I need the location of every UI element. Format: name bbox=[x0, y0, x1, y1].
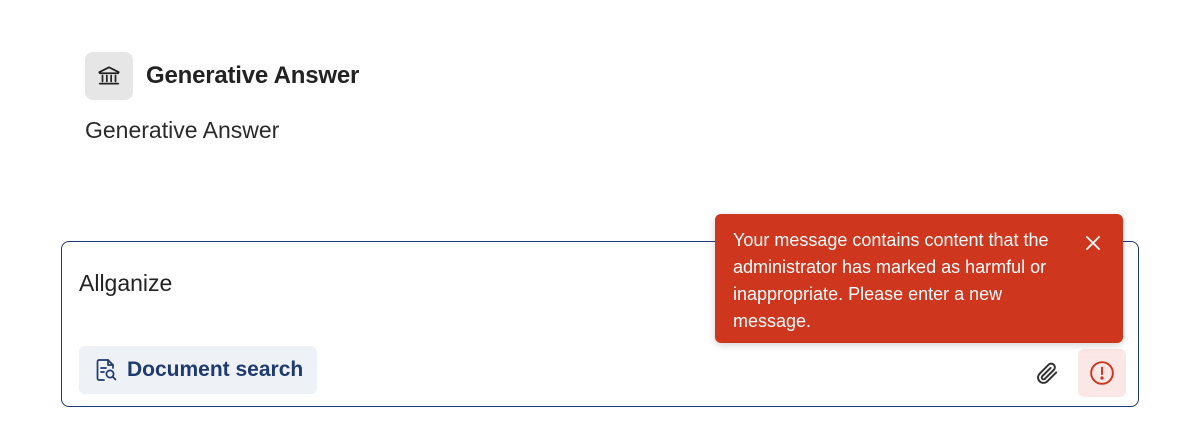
agent-title: Generative Answer bbox=[146, 62, 360, 89]
agent-subtitle: Generative Answer bbox=[85, 117, 280, 143]
alert-circle-icon bbox=[1090, 361, 1114, 385]
close-icon bbox=[1086, 236, 1100, 250]
agent-avatar bbox=[85, 52, 133, 100]
paperclip-icon bbox=[1037, 362, 1058, 384]
toast-close-button[interactable] bbox=[1083, 233, 1103, 253]
agent-header: Generative Answer bbox=[85, 52, 359, 100]
document-search-label: Document search bbox=[127, 358, 304, 381]
error-toast: Your message contains content that the a… bbox=[715, 214, 1123, 343]
toast-message: Your message contains content that the a… bbox=[733, 230, 1049, 331]
document-search-button[interactable]: Document search bbox=[79, 346, 318, 394]
document-search-icon bbox=[93, 357, 119, 383]
send-button[interactable] bbox=[1078, 349, 1126, 397]
attach-button[interactable] bbox=[1032, 358, 1062, 388]
bank-building-icon bbox=[98, 66, 120, 85]
message-input[interactable]: Allganize bbox=[79, 270, 173, 296]
